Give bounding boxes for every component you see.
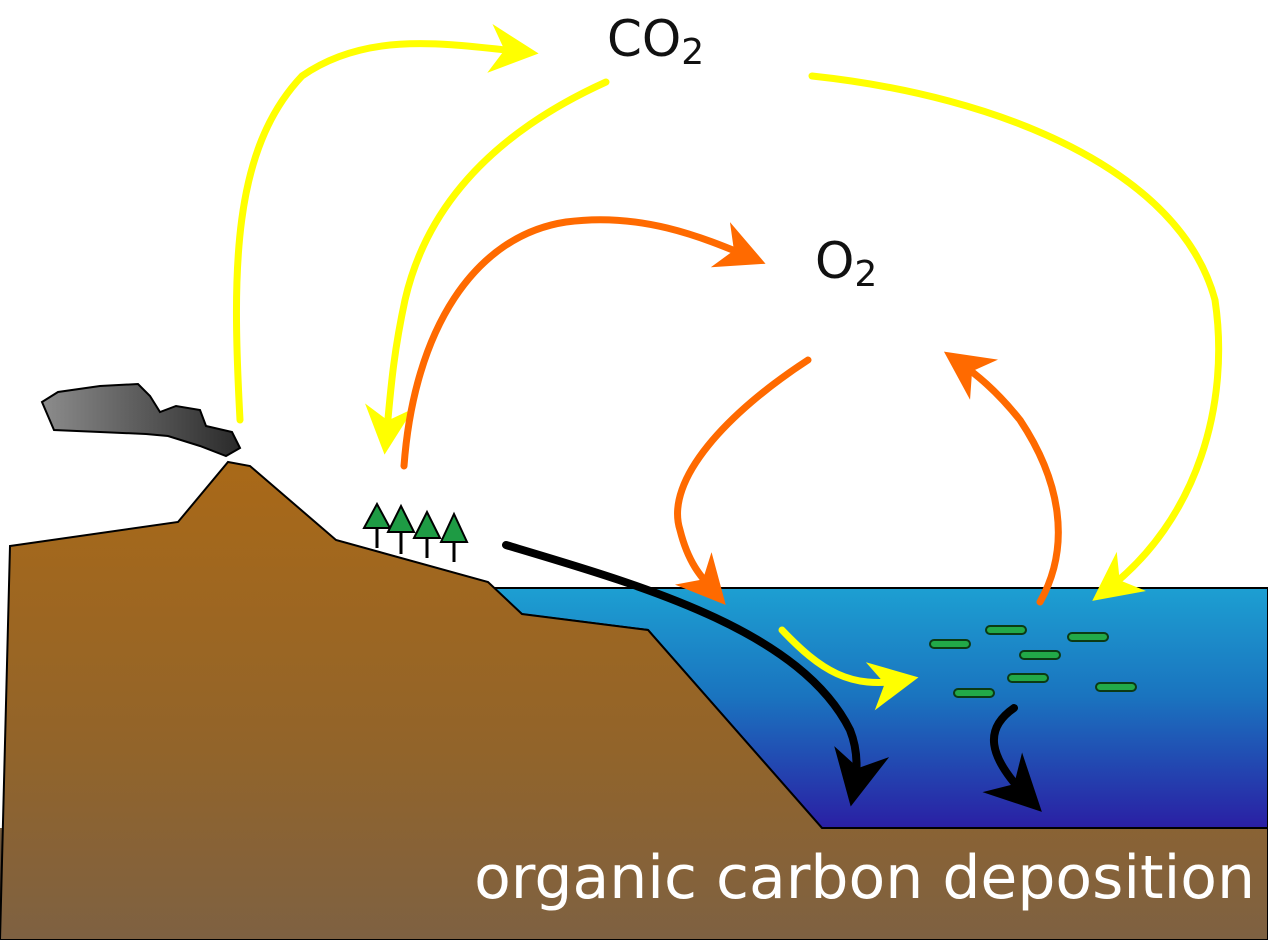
co2-label-subscript: 2 (681, 31, 705, 73)
tree-icon (386, 503, 416, 554)
sinking-arrow (982, 704, 1042, 812)
phytoplankton-icon (1095, 682, 1137, 692)
tree-icon (412, 509, 442, 558)
trees-o2-arrow (400, 216, 766, 470)
o2-label-base: O (815, 232, 855, 290)
runoff-arrow (502, 541, 890, 807)
phytoplankton-icon (985, 625, 1027, 635)
land-co2-to-plankton-arrow (778, 626, 919, 711)
co2-label-base: CO (607, 10, 682, 68)
co2-to-ocean-arrow (808, 72, 1223, 601)
plankton-o2-arrow (943, 351, 1062, 606)
co2-label: CO2 (607, 14, 704, 70)
trees (362, 501, 469, 562)
phytoplankton-icon (929, 639, 971, 649)
phytoplankton (929, 625, 1137, 698)
land-mass (0, 460, 1268, 940)
phytoplankton-icon (1019, 650, 1061, 660)
volcanic-co2-arrow (232, 24, 539, 424)
o2-label-subscript: 2 (854, 253, 878, 295)
tree-icon (362, 501, 392, 548)
o2-to-ocean-arrow (674, 356, 812, 605)
co2-to-trees-arrow (365, 78, 610, 455)
deposition-caption: organic carbon deposition (474, 843, 1255, 913)
phytoplankton-icon (953, 688, 995, 698)
tree-icon (439, 511, 469, 562)
phytoplankton-icon (1007, 673, 1049, 683)
volcanic-plume-icon (40, 382, 242, 458)
o2-label: O2 (815, 236, 877, 292)
phytoplankton-icon (1067, 632, 1109, 642)
